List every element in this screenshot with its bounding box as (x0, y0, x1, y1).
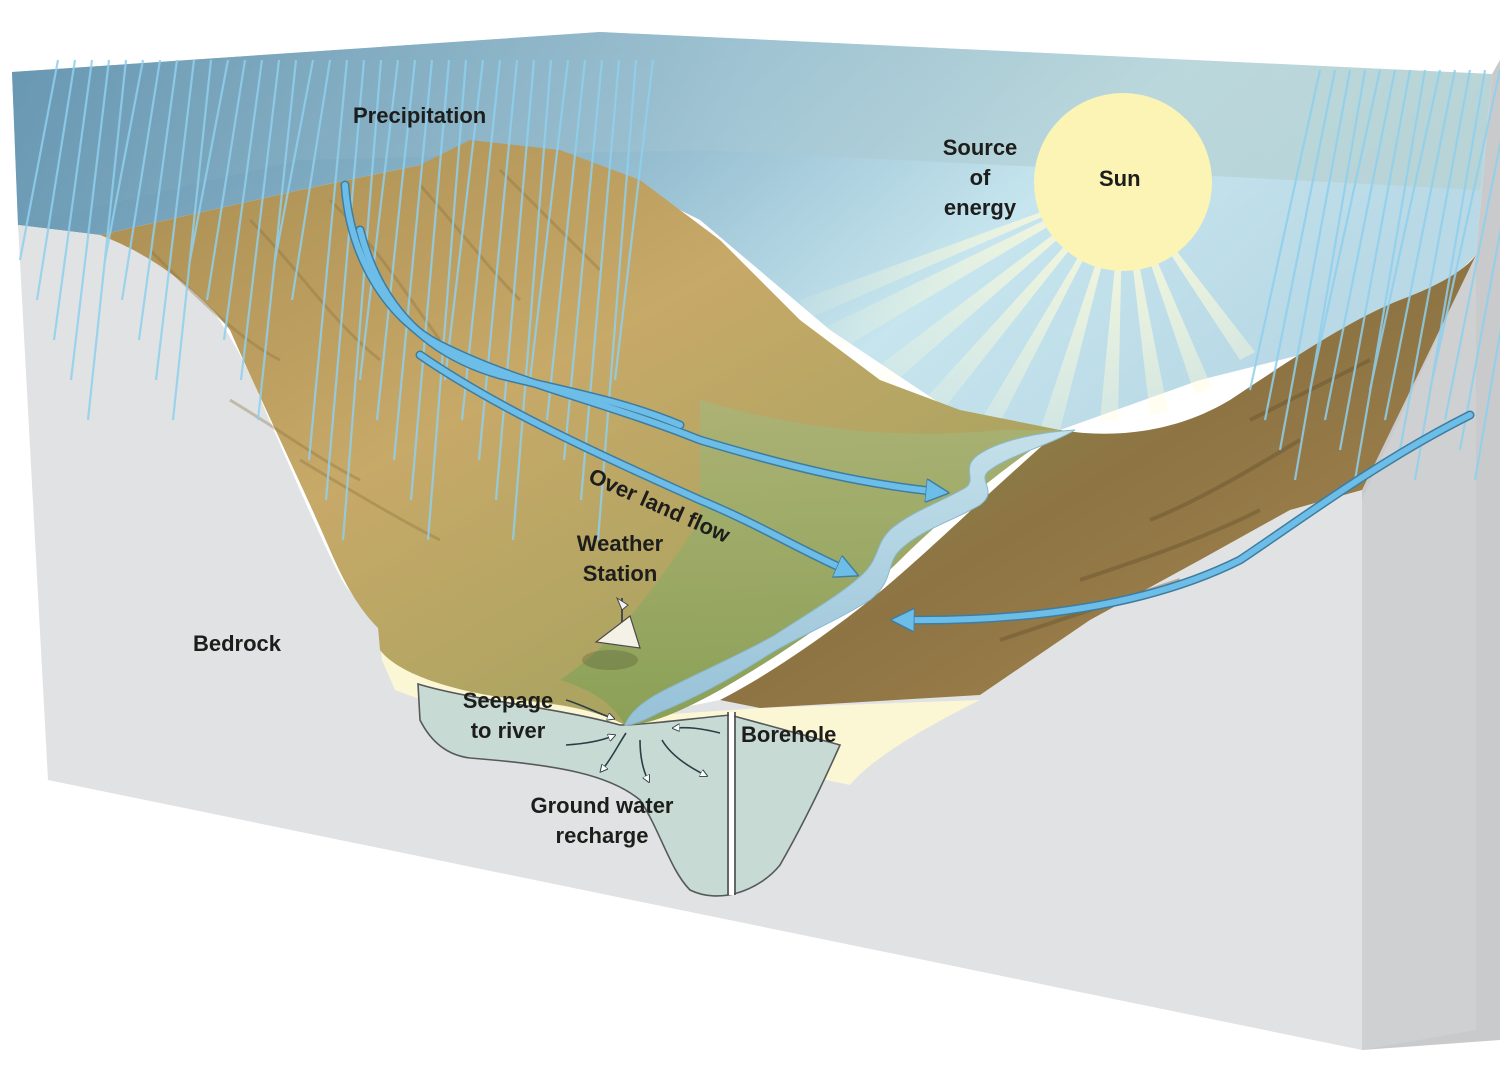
rain-streak (69, 59, 111, 381)
label-sun: Sun (1099, 166, 1141, 191)
label-weather-station: Weather Station (558, 529, 682, 589)
rain-streak (307, 59, 349, 461)
label-source-line-1: Source (942, 135, 1018, 160)
label-precipitation: Precipitation (353, 103, 487, 128)
overland-flow-arrows-fill (342, 182, 1473, 620)
rain-streak (103, 59, 145, 261)
label-seepage-line-1: Seepage (462, 688, 554, 713)
rain-streak (86, 59, 128, 421)
label-bedrock: Bedrock (193, 631, 282, 656)
borehole-shaft (727, 712, 736, 895)
rain-streak (324, 59, 366, 501)
rain-streak (1293, 69, 1367, 481)
rain-streak (222, 59, 264, 341)
rain-streak (137, 59, 179, 341)
rain-streak (494, 59, 536, 501)
label-ground-water-recharge: Ground water recharge (510, 791, 694, 851)
rain-streak (290, 59, 332, 301)
rain-streak (188, 59, 230, 261)
rain-streak (1323, 69, 1397, 421)
rain-streak (1248, 69, 1322, 391)
rain-streak (1428, 69, 1500, 391)
label-source-line-3: energy (943, 195, 1017, 220)
label-source-of-energy: Source of energy (930, 133, 1030, 223)
rain-streak (392, 59, 434, 461)
sky-top-band (12, 32, 1492, 225)
rain-streak (120, 59, 162, 301)
rain-streak (1368, 69, 1442, 391)
rain-streak (1443, 139, 1500, 421)
rain-streak (256, 59, 298, 421)
weather-station-icon (582, 596, 641, 670)
rain-streak (528, 59, 570, 381)
rain-streak (1263, 69, 1337, 421)
rain-streak (358, 59, 400, 381)
rain-streak (375, 59, 417, 421)
rain-streak (409, 59, 451, 501)
rain-streak (1338, 69, 1412, 451)
label-weather-line-1: Weather (576, 531, 664, 556)
rain-lines (18, 59, 1500, 541)
rain-streak (443, 59, 485, 381)
rain-streak (18, 59, 60, 261)
rain-streak (154, 59, 196, 381)
rain-streak (613, 59, 655, 381)
bedrock-front-face (18, 225, 1362, 1050)
label-weather-line-2: Station (582, 561, 658, 586)
seepage-arrows (565, 699, 721, 780)
rain-streak (205, 59, 247, 301)
sun-disc (1034, 93, 1212, 271)
rain-streak (545, 59, 587, 421)
rain-streak (273, 59, 315, 261)
label-groundwater-line-2: recharge (555, 823, 649, 848)
label-seepage-to-river: Seepage to river (450, 686, 566, 746)
bedrock-side-face-lower (1362, 255, 1476, 1050)
rain-streak (1278, 69, 1352, 451)
rain-streak (35, 59, 77, 301)
rain-streak (511, 59, 553, 541)
rain-streak (171, 59, 213, 421)
label-seepage-line-2: to river (470, 718, 546, 743)
rain-streak (1473, 327, 1500, 481)
rain-streak (579, 59, 621, 501)
rain-streak (1308, 69, 1382, 391)
rain-streak (52, 59, 94, 341)
label-source-line-2: of (969, 165, 991, 190)
rain-streak (426, 59, 468, 541)
rain-streak (1383, 69, 1457, 421)
label-groundwater-line-1: Ground water (530, 793, 674, 818)
rain-streak (341, 59, 383, 541)
rain-streak (1353, 69, 1427, 481)
right-hillside (720, 255, 1476, 708)
rain-streak (239, 59, 281, 381)
rain-streak (1458, 226, 1500, 451)
label-borehole: Borehole (741, 722, 837, 747)
rain-streak (1413, 69, 1487, 481)
rain-streak (1398, 69, 1472, 451)
